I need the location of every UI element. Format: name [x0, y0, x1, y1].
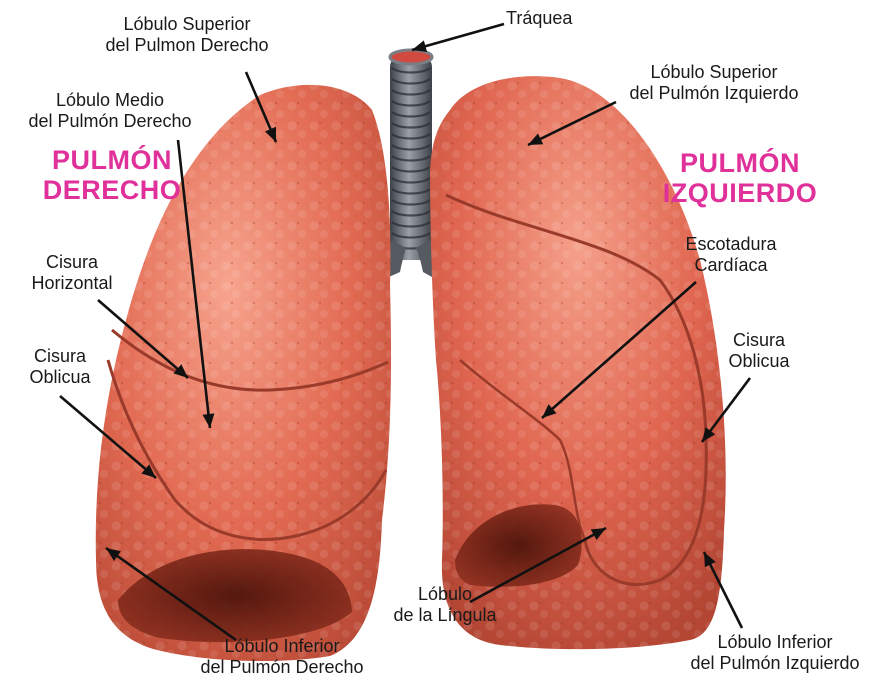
label-left-upper-lobe: Lóbulo Superior del Pulmón Izquierdo — [604, 62, 824, 104]
arrow-trachea — [412, 24, 504, 50]
label-right-oblique-fissure-line2: Oblicua — [20, 367, 100, 388]
arrow-trachea-head — [412, 40, 427, 52]
label-right-middle-lobe-line2: del Pulmón Derecho — [10, 111, 210, 132]
label-left-upper-lobe-line1: Lóbulo Superior — [604, 62, 824, 83]
label-left-oblique-fissure-line2: Oblicua — [714, 351, 804, 372]
label-right-upper-lobe-line1: Lóbulo Superior — [92, 14, 282, 35]
label-left-oblique-fissure: Cisura Oblicua — [714, 330, 804, 372]
label-right-middle-lobe: Lóbulo Medio del Pulmón Derecho — [10, 90, 210, 132]
label-trachea-text: Tráquea — [506, 8, 572, 29]
label-right-upper-lobe: Lóbulo Superior del Pulmon Derecho — [92, 14, 282, 56]
right-lung-title: PULMÓN DERECHO — [22, 145, 202, 205]
label-left-upper-lobe-line2: del Pulmón Izquierdo — [604, 83, 824, 104]
right-lung-title-line1: PULMÓN — [22, 145, 202, 175]
label-lingula-line1: Lóbulo — [380, 584, 510, 605]
left-lung-title-line2: IZQUIERDO — [640, 178, 840, 208]
right-lung-title-line2: DERECHO — [22, 175, 202, 205]
label-horizontal-fissure-line1: Cisura — [22, 252, 122, 273]
label-right-lower-lobe: Lóbulo Inferior del Pulmón Derecho — [182, 636, 382, 678]
label-horizontal-fissure-line2: Horizontal — [22, 273, 122, 294]
label-right-lower-lobe-line2: del Pulmón Derecho — [182, 657, 382, 678]
left-lung-title: PULMÓN IZQUIERDO — [640, 148, 840, 208]
label-left-oblique-fissure-line1: Cisura — [714, 330, 804, 351]
label-left-lower-lobe-line2: del Pulmón Izquierdo — [680, 653, 870, 674]
label-cardiac-notch: Escotadura Cardíaca — [676, 234, 786, 276]
label-lingula-line2: de la Língula — [380, 605, 510, 626]
label-right-oblique-fissure: Cisura Oblicua — [20, 346, 100, 388]
label-left-lower-lobe-line1: Lóbulo Inferior — [680, 632, 870, 653]
label-cardiac-notch-line2: Cardíaca — [676, 255, 786, 276]
label-horizontal-fissure: Cisura Horizontal — [22, 252, 122, 294]
label-lingula: Lóbulo de la Língula — [380, 584, 510, 626]
label-right-upper-lobe-line2: del Pulmon Derecho — [92, 35, 282, 56]
label-trachea: Tráquea — [506, 8, 572, 29]
label-right-middle-lobe-line1: Lóbulo Medio — [10, 90, 210, 111]
label-right-lower-lobe-line1: Lóbulo Inferior — [182, 636, 382, 657]
left-lung-title-line1: PULMÓN — [640, 148, 840, 178]
label-left-lower-lobe: Lóbulo Inferior del Pulmón Izquierdo — [680, 632, 870, 674]
label-cardiac-notch-line1: Escotadura — [676, 234, 786, 255]
label-right-oblique-fissure-line1: Cisura — [20, 346, 100, 367]
